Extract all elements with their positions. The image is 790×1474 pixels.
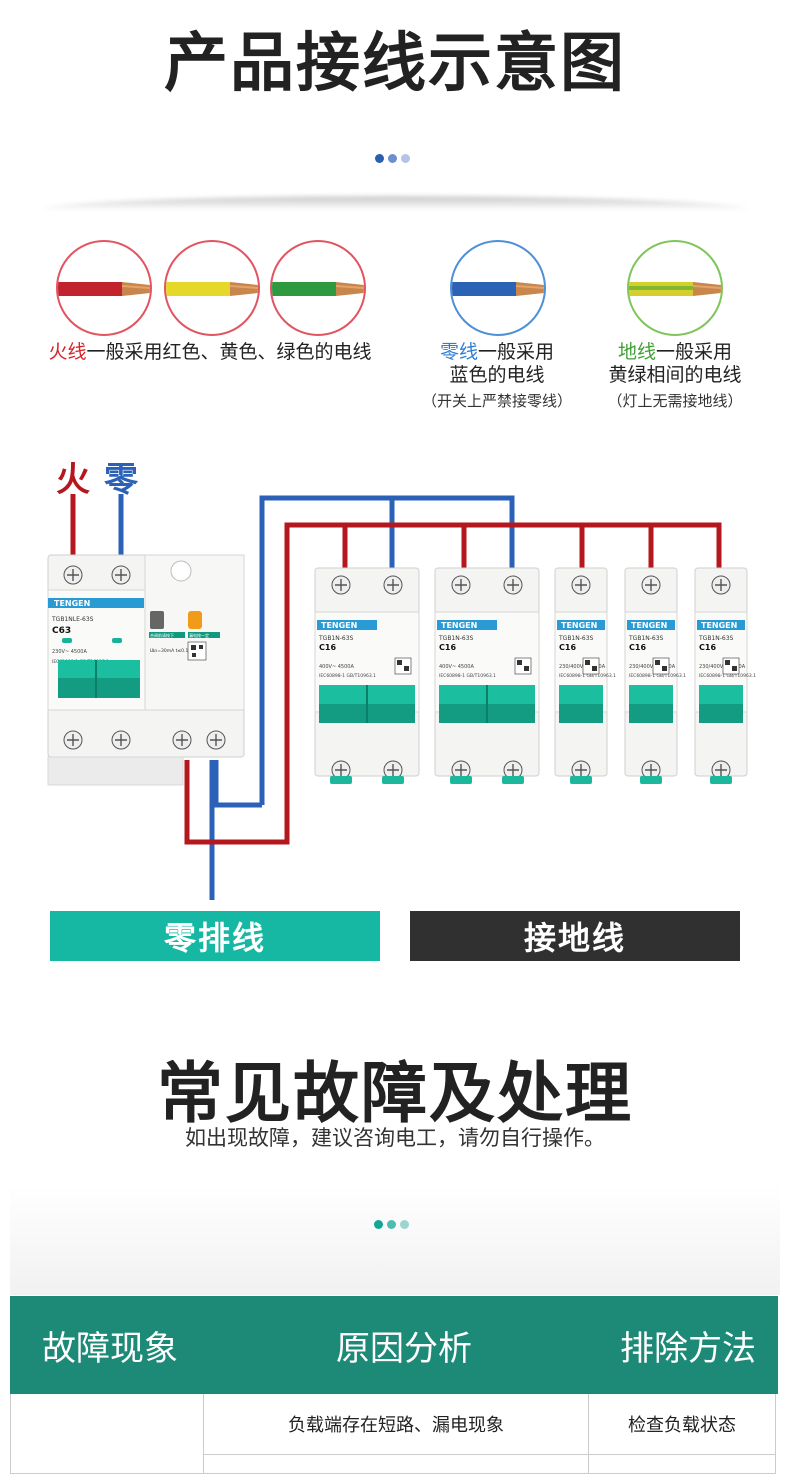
wire-circle-green xyxy=(270,240,366,336)
wire-circle-yellow-green xyxy=(627,240,723,336)
diagram-label-neutral: 零 xyxy=(104,460,138,500)
breaker-spec: 230/400V~ 4500A xyxy=(629,664,676,670)
dot-1 xyxy=(374,1220,383,1229)
main-breaker-leak: IΔn=30mA t≤0.1s xyxy=(150,648,191,654)
main-breaker-warn-2: 漏电按一定 xyxy=(189,632,209,638)
breaker-spec: 230/400V~ 4500A xyxy=(559,664,606,670)
dot-3 xyxy=(401,154,410,163)
header-solution: 排除方法 xyxy=(620,1328,756,1369)
section-subtitle-faults: 如出现故障，建议咨询电工，请勿自行操作。 xyxy=(185,1126,605,1150)
breaker-model: TGB1N-63S xyxy=(318,635,354,642)
main-breaker-model: TGB1NLE-63S xyxy=(51,616,94,623)
breaker-model: TGB1N-63S xyxy=(698,635,734,642)
wiring-diagram: TENGEN TGB1NLE-63S C63 230V~ 4500A IEC61… xyxy=(47,494,756,900)
dot-1 xyxy=(375,154,384,163)
breaker-rating: C16 xyxy=(319,643,336,652)
header-phenomenon: 故障现象 xyxy=(42,1328,178,1369)
caption-earth-line2: 黄绿相间的电线 xyxy=(608,364,742,386)
section-title-wiring: 产品接线示意图 xyxy=(164,27,626,101)
caption-neutral: 零线一般采用 蓝色的电线 （开关上严禁接零线） xyxy=(404,341,590,411)
breaker-rating: C16 xyxy=(629,643,646,652)
cell-cause-col: 负载端存在短路、漏电现象 xyxy=(204,1394,589,1473)
dot-2 xyxy=(387,1220,396,1229)
neutral-bar-label: 零排线 xyxy=(50,911,380,961)
cell-solution-col: 检查负载状态 xyxy=(589,1394,775,1473)
section-title-faults: 常见故障及处理 xyxy=(157,1055,633,1132)
wire-neutral-return xyxy=(213,760,262,808)
divider-shadow xyxy=(40,196,750,210)
cell-phenomenon xyxy=(11,1394,204,1473)
caption-neutral-line2: 蓝色的电线 xyxy=(449,364,545,386)
breaker-brand: TENGEN xyxy=(631,621,667,630)
wire-circle-red xyxy=(56,240,152,336)
caption-live-highlight: 火线 xyxy=(48,341,87,363)
breaker-standard: IEC60898-1 GB/T10963.1 xyxy=(319,673,376,679)
breaker-spec: 400V~ 4500A xyxy=(439,664,474,670)
caption-earth-note: （灯上无需接地线） xyxy=(607,392,743,410)
main-breaker-rating: C63 xyxy=(52,626,71,636)
main-breaker-spec: 230V~ 4500A xyxy=(52,649,87,655)
breaker-spec: 400V~ 4500A xyxy=(319,664,354,670)
caption-earth-highlight: 地线 xyxy=(617,341,656,363)
breaker-model: TGB1N-63S xyxy=(438,635,474,642)
header-cause: 原因分析 xyxy=(336,1328,472,1369)
faults-table-header: 故障现象 原因分析 排除方法 xyxy=(10,1296,778,1394)
caption-earth: 地线一般采用 黄绿相间的电线 （灯上无需接地线） xyxy=(580,341,770,411)
faults-panel xyxy=(10,1185,780,1295)
wire-circle-yellow xyxy=(164,240,260,336)
main-breaker-brand: TENGEN xyxy=(54,599,90,608)
section-dots-2 xyxy=(374,1220,409,1229)
breaker-spec: 230/400V~ 4500A xyxy=(699,664,746,670)
breaker-brand: TENGEN xyxy=(701,621,737,630)
caption-neutral-rest: 一般采用 xyxy=(478,341,555,363)
breaker-standard: IEC60898-1 GB/T10963.1 xyxy=(629,673,686,679)
diagram-label-live: 火 xyxy=(56,460,90,500)
breaker-brand: TENGEN xyxy=(441,621,477,630)
wire-circle-blue xyxy=(450,240,546,336)
caption-live-rest: 一般采用红色、黄色、绿色的电线 xyxy=(86,341,372,363)
dot-2 xyxy=(388,154,397,163)
faults-table-body: 负载端存在短路、漏电现象 检查负载状态 xyxy=(10,1394,776,1474)
section-dots-1 xyxy=(375,154,410,163)
main-breaker-rcbo: TENGEN TGB1NLE-63S C63 230V~ 4500A IEC61… xyxy=(47,554,245,786)
breaker-rating: C16 xyxy=(559,643,576,652)
caption-earth-rest: 一般采用 xyxy=(656,341,733,363)
breaker-standard: IEC60898-1 GB/T10963.1 xyxy=(699,673,756,679)
wire-live-bus xyxy=(184,522,722,845)
breaker-rating: C16 xyxy=(439,643,456,652)
cell-solution: 检查负载状态 xyxy=(589,1394,775,1455)
breaker-model: TGB1N-63S xyxy=(558,635,594,642)
caption-neutral-highlight: 零线 xyxy=(439,341,478,363)
breaker-standard: IEC60898-1 GB/T10963.1 xyxy=(559,673,616,679)
earth-bar-label: 接地线 xyxy=(410,911,740,961)
wire-neutral-bus xyxy=(259,495,515,805)
main-breaker-warn-1: 合闸前请按下 xyxy=(150,632,174,638)
cell-cause: 负载端存在短路、漏电现象 xyxy=(204,1394,588,1455)
breaker-brand: TENGEN xyxy=(561,621,597,630)
breaker-standard: IEC60898-1 GB/T10963.1 xyxy=(439,673,496,679)
dot-3 xyxy=(400,1220,409,1229)
breaker-brand: TENGEN xyxy=(321,621,357,630)
caption-live: 火线一般采用红色、黄色、绿色的电线 xyxy=(0,341,420,364)
breaker-model: TGB1N-63S xyxy=(628,635,664,642)
breaker-rating: C16 xyxy=(699,643,716,652)
caption-neutral-note: （开关上严禁接零线） xyxy=(421,392,572,410)
